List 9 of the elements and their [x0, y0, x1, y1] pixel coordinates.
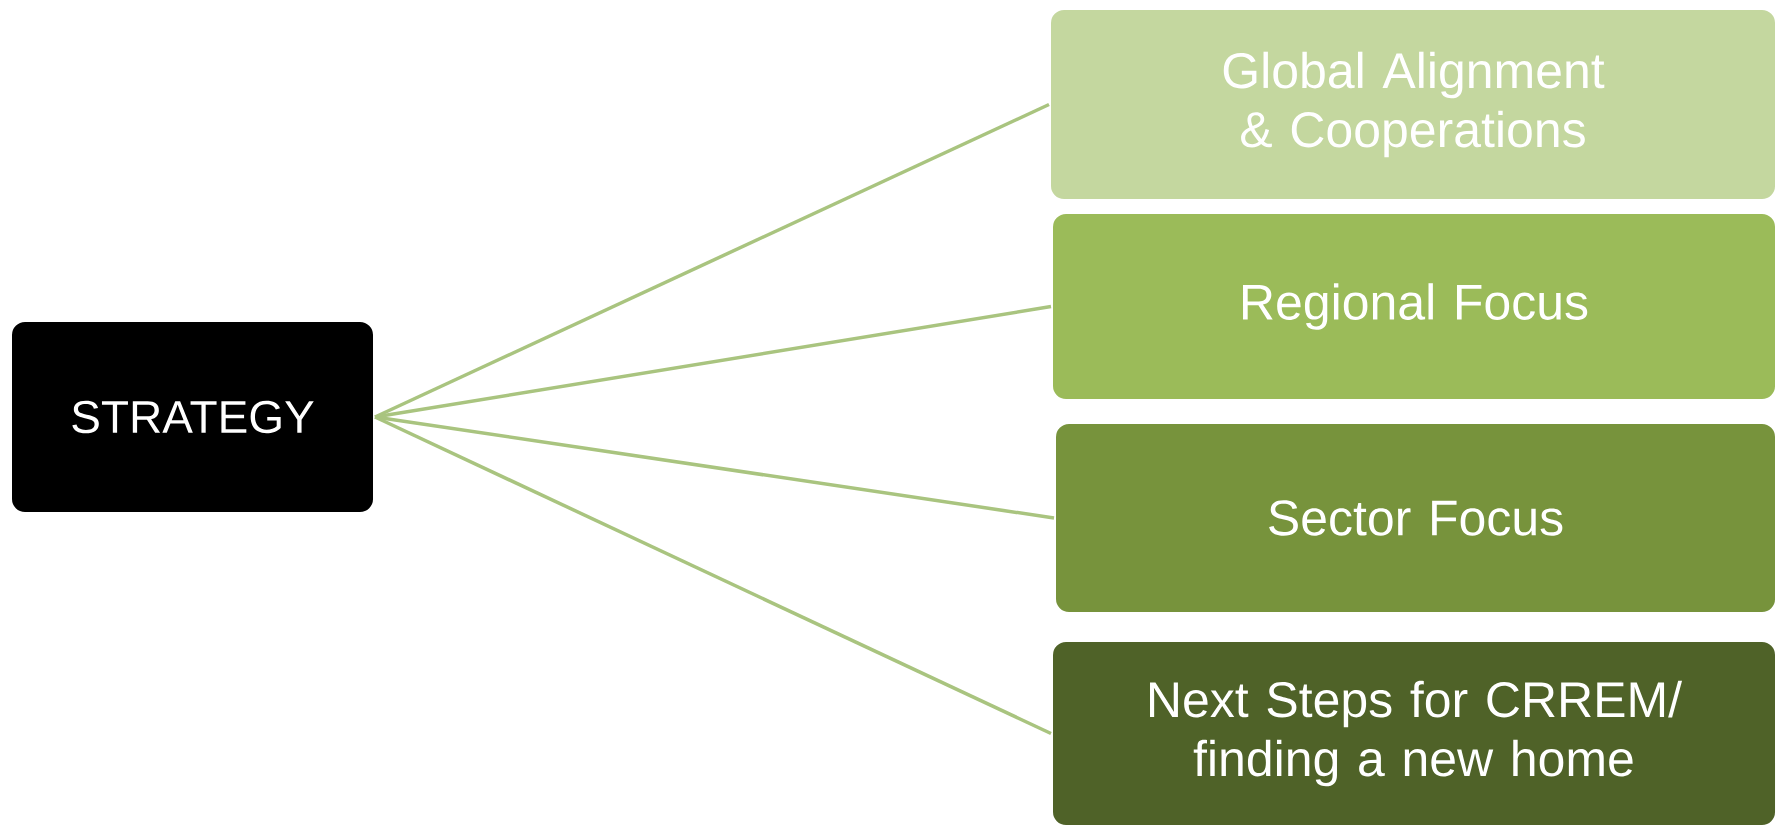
branch-box: Global Alignment & Cooperations — [1049, 8, 1777, 201]
branch-box: Sector Focus — [1054, 422, 1777, 614]
connector-line — [374, 304, 1052, 419]
branch-box: Next Steps for CRREM/ finding a new home — [1051, 640, 1777, 827]
connector-line — [374, 415, 1055, 520]
connector-line — [374, 102, 1050, 419]
root-box: STRATEGY — [10, 320, 375, 514]
branch-box: Regional Focus — [1051, 212, 1777, 401]
connector-line — [374, 415, 1052, 736]
